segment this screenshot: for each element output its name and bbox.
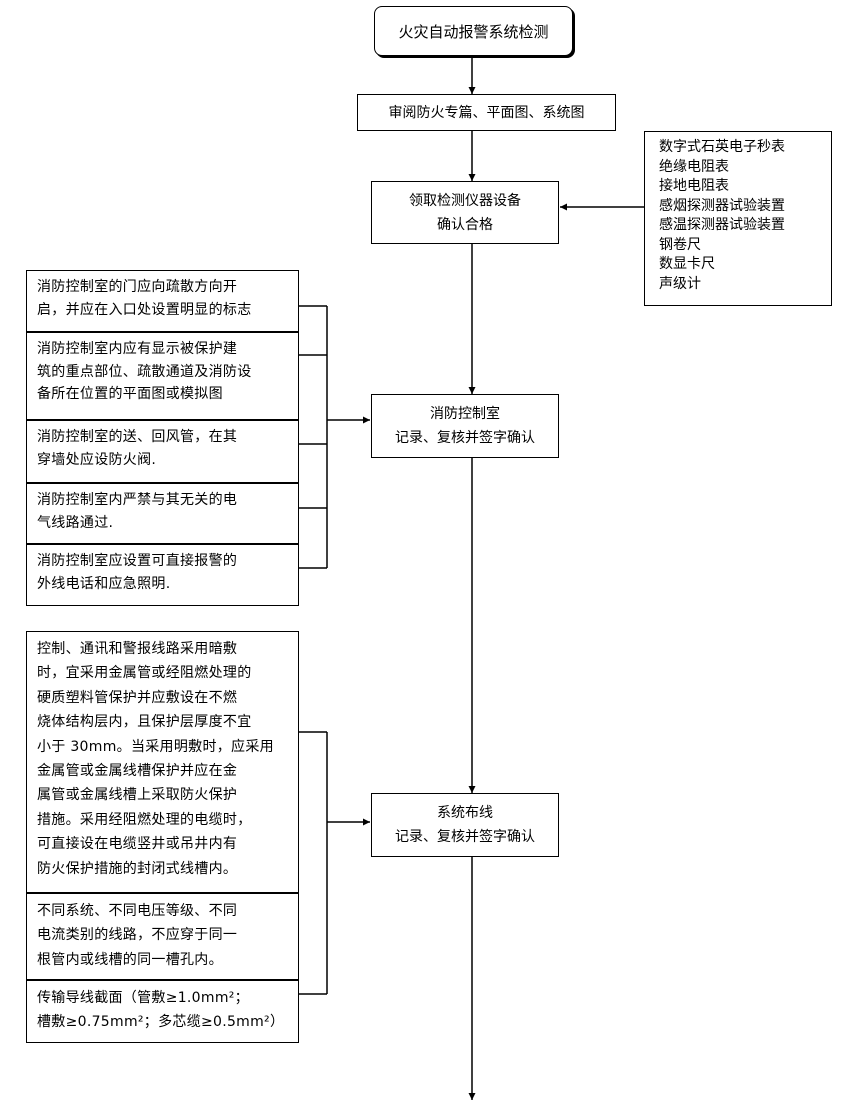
wiring-requirement-box: 不同系统、不同电压等级、不同 电流类别的线路，不应穿于同一 根管内或线槽的同一槽… xyxy=(26,893,299,980)
instruments-box: 领取检测仪器设备 确认合格 xyxy=(371,181,559,244)
control-room-box: 消防控制室 记录、复核并签字确认 xyxy=(371,394,559,458)
tool-item: 声级计 xyxy=(659,275,701,292)
wiring-requirement-box: 控制、通讯和警报线路采用暗敷 时，宜采用金属管或经阻燃处理的 硬质塑料管保护并应… xyxy=(26,631,299,893)
control-room-bracket xyxy=(299,305,328,569)
control-requirement-box: 消防控制室的送、回风管，在其 穿墙处应设防火阀. xyxy=(26,420,299,483)
review-label: 审阅防火专篇、平面图、系统图 xyxy=(388,104,585,121)
tool-item: 钢卷尺 xyxy=(659,236,701,253)
control-requirement-box: 消防控制室内严禁与其无关的电 气线路通过. xyxy=(26,483,299,544)
control-requirement-box: 消防控制室的门应向疏散方向开 启，并应在入口处设置明显的标志 xyxy=(26,270,299,332)
wiring-requirement-box: 传输导线截面（管敷≥1.0mm²； 槽敷≥0.75mm²；多芯缆≥0.5mm²） xyxy=(26,980,299,1043)
review-box: 审阅防火专篇、平面图、系统图 xyxy=(357,94,616,131)
control-room-label-1: 消防控制室 xyxy=(430,406,500,422)
tools-box: 数字式石英电子秒表 绝缘电阻表 接地电阻表 感烟探测器试验装置 感温探测器试验装… xyxy=(644,131,832,306)
control-requirement-box: 消防控制室内应有显示被保护建 筑的重点部位、疏散通道及消防设 备所在位置的平面图… xyxy=(26,332,299,420)
start-label: 火灾自动报警系统检测 xyxy=(398,22,549,41)
start-box: 火灾自动报警系统检测 xyxy=(374,6,573,56)
instruments-label-1: 领取检测仪器设备 xyxy=(409,192,521,209)
control-requirement-box: 消防控制室应设置可直接报警的 外线电话和应急照明. xyxy=(26,544,299,606)
instruments-label-2: 确认合格 xyxy=(437,216,493,233)
wiring-label-1: 系统布线 xyxy=(437,805,493,821)
tool-item: 感温探测器试验装置 xyxy=(659,217,785,233)
tool-item: 感烟探测器试验装置 xyxy=(659,197,785,214)
tool-item: 数字式石英电子秒表 xyxy=(659,139,785,155)
control-room-label-2: 记录、复核并签字确认 xyxy=(395,430,535,446)
tool-item: 接地电阻表 xyxy=(659,178,729,194)
wiring-label-2: 记录、复核并签字确认 xyxy=(395,829,535,845)
tool-item: 绝缘电阻表 xyxy=(659,158,729,175)
wiring-box: 系统布线 记录、复核并签字确认 xyxy=(371,793,559,857)
wiring-bracket xyxy=(299,731,328,995)
tool-item: 数显卡尺 xyxy=(659,256,715,272)
